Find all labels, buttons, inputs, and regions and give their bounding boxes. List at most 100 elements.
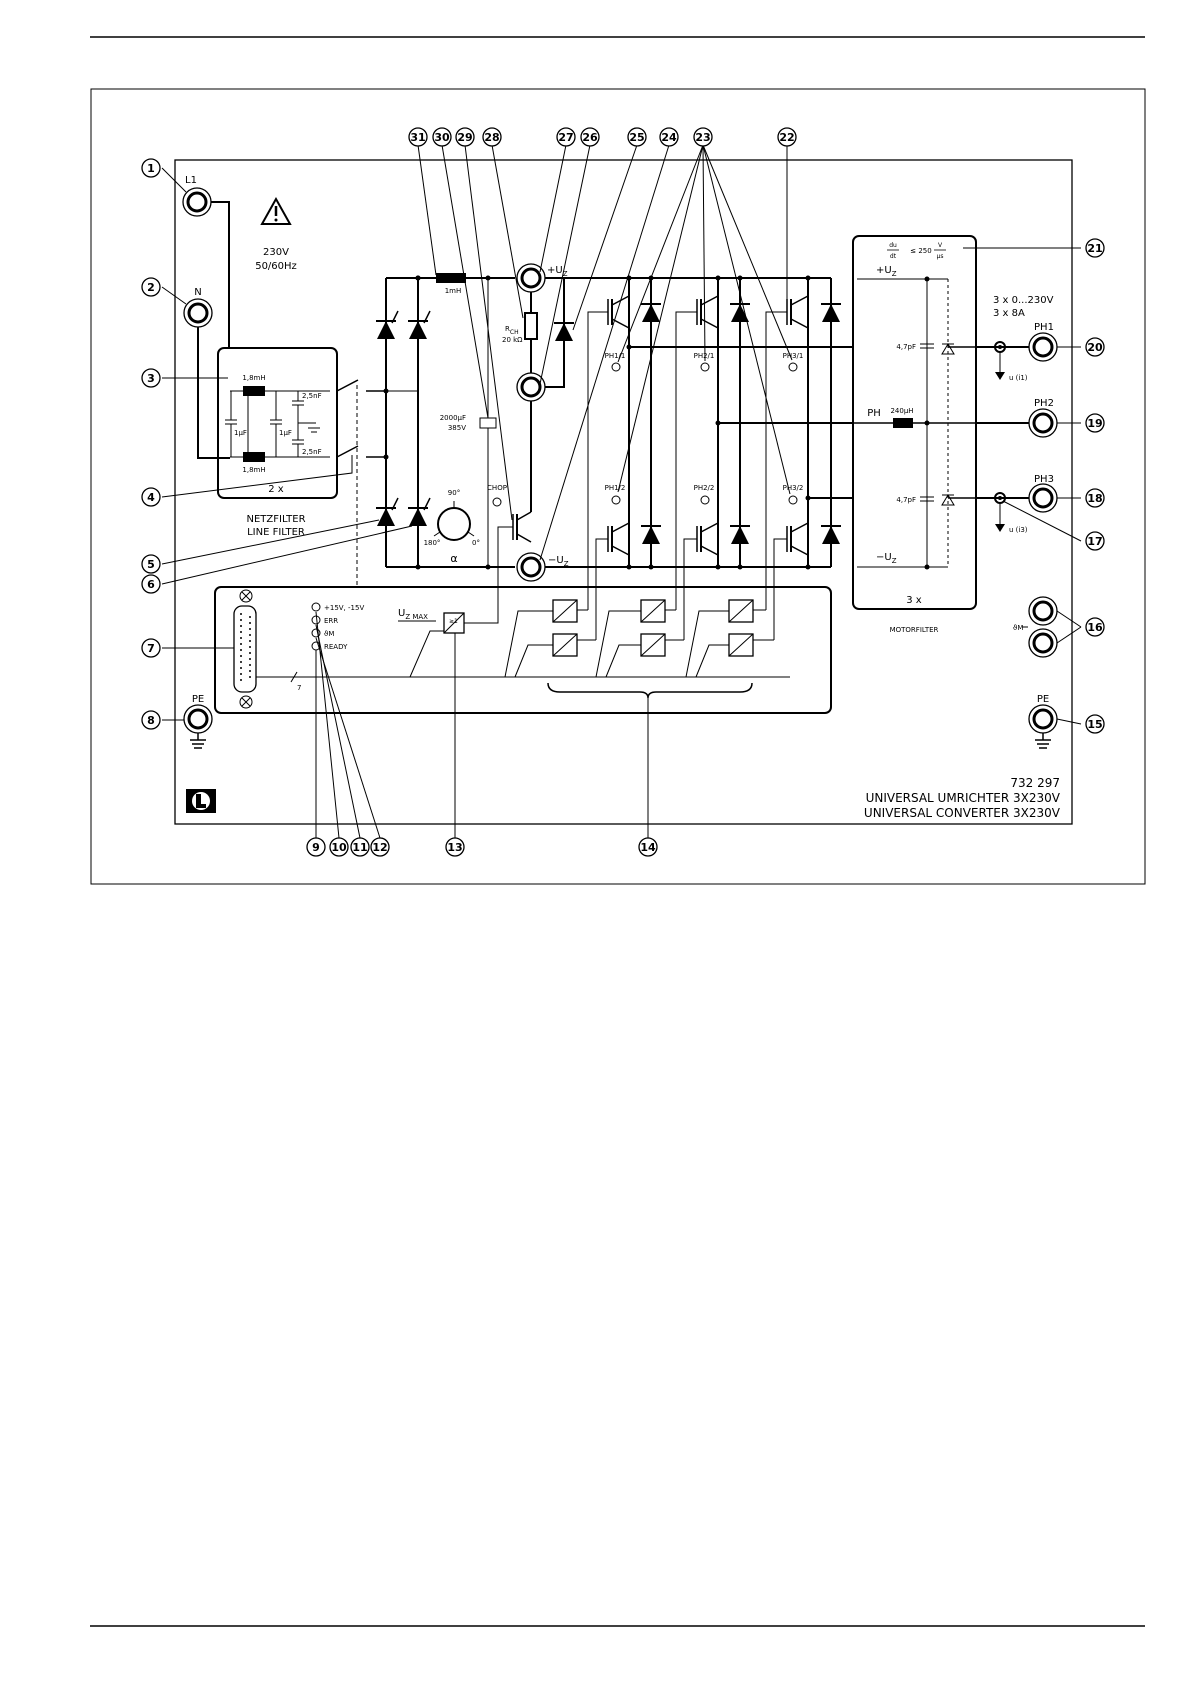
svg-text:7: 7 — [147, 642, 155, 655]
theta-socket-2[interactable] — [1028, 628, 1058, 658]
angle-90: 90° — [448, 489, 460, 497]
uz-max-label: UZ MAX — [398, 608, 428, 621]
main-switch[interactable] — [336, 379, 385, 585]
cap-voltage: 385V — [448, 424, 466, 432]
theta-label: ϑM — [1013, 624, 1023, 632]
svg-text:22: 22 — [779, 131, 794, 144]
theta-socket-1[interactable] — [1028, 596, 1058, 626]
svg-text:4: 4 — [147, 491, 155, 504]
pe-right-socket[interactable] — [1028, 704, 1058, 740]
ph2-socket[interactable] — [1028, 408, 1058, 438]
callout-4: 4 — [141, 487, 161, 507]
rch-value: 20 kΩ — [502, 336, 523, 344]
mf-minus-uz: −UZ — [876, 552, 897, 565]
mf-multiplier: 3 x — [906, 595, 922, 606]
gate-driver-2b — [640, 633, 666, 657]
callout-14: 14 — [638, 837, 658, 857]
svg-text:30: 30 — [434, 131, 450, 144]
i3-arrow-icon — [995, 524, 1005, 532]
gate-driver-1b — [552, 633, 578, 657]
rating-current: 3 x 8A — [993, 308, 1025, 319]
callout-2: 2 — [141, 277, 161, 297]
rch-label: RCH — [505, 325, 519, 336]
pe-right-label: PE — [1037, 694, 1049, 705]
svg-text:13: 13 — [447, 841, 462, 854]
l1-socket[interactable] — [182, 187, 212, 217]
callout-17: 17 — [1085, 531, 1105, 551]
led-label-ph1-2: PH1/2 — [605, 484, 626, 492]
line-filter-cy2: 2,5nF — [302, 448, 322, 456]
svg-text:10: 10 — [331, 841, 347, 854]
led-ph1-2 — [611, 495, 621, 505]
n-socket[interactable] — [183, 298, 213, 328]
gate-driver-1a — [552, 599, 578, 623]
callout-29: 29 — [455, 127, 475, 147]
callout-25: 25 — [627, 127, 647, 147]
mf-c-top: 4,7pF — [896, 343, 916, 351]
led-label-temp: ϑM — [324, 630, 334, 638]
dc-capacitor — [479, 417, 497, 429]
svg-text:21: 21 — [1087, 242, 1102, 255]
line-filter-multiplier: 2 x — [268, 484, 284, 495]
callout-28: 28 — [482, 127, 502, 147]
supply-frequency: 50/60Hz — [255, 261, 297, 272]
svg-text:18: 18 — [1087, 492, 1102, 505]
svg-text:16: 16 — [1087, 621, 1103, 634]
chopper-igbt — [497, 401, 532, 608]
callout-15: 15 — [1085, 714, 1105, 734]
callout-22: 22 — [777, 127, 797, 147]
ph3-socket[interactable] — [1028, 483, 1058, 513]
callout-13: 13 — [445, 837, 465, 857]
dudt-op: ≤ 250 — [910, 247, 931, 255]
chopper-socket[interactable] — [516, 372, 546, 402]
driver-brace — [547, 682, 753, 699]
line-filter-label-en: LINE FILTER — [247, 527, 305, 538]
callout-7: 7 — [141, 638, 161, 658]
svg-text:6: 6 — [147, 578, 155, 591]
led-supply — [311, 602, 321, 612]
chopper-resistor — [524, 292, 538, 373]
callout-30: 30 — [432, 127, 452, 147]
chop-led-label: CHOP — [487, 484, 507, 492]
svg-text:19: 19 — [1087, 417, 1102, 430]
callout-5: 5 — [141, 554, 161, 574]
pe-left-socket[interactable] — [183, 704, 213, 740]
i1-label: u (i1) — [1009, 374, 1028, 382]
sub-d-connector[interactable] — [233, 589, 257, 709]
supply-voltage: 230V — [263, 247, 289, 258]
gate-driver-3b — [728, 633, 754, 657]
led-ph2-1 — [700, 362, 710, 372]
dudt-den: dt — [890, 253, 897, 260]
callout-18: 18 — [1085, 488, 1105, 508]
line-filter-l-bottom: 1,8mH — [242, 466, 265, 474]
led-ph2-2 — [700, 495, 710, 505]
callout-1: 1 — [141, 158, 161, 178]
minus-uz-label: −UZ — [548, 555, 569, 568]
gate-driver-2a — [640, 599, 666, 623]
svg-text:8: 8 — [147, 714, 155, 727]
svg-text:1: 1 — [147, 162, 155, 175]
mf-choke-value: 240µH — [890, 407, 913, 415]
led-label-supply: +15V, -15V — [324, 604, 364, 612]
ph1-socket[interactable] — [1028, 332, 1058, 362]
ph1-label: PH1 — [1034, 322, 1054, 333]
control-board: 7 +15V, -15V ERR ϑM READY UZ MAX ≥1 — [214, 586, 832, 714]
panel-frame — [174, 159, 1073, 825]
mf-choke-label: PH — [867, 408, 881, 419]
chop-led — [492, 497, 502, 507]
led-label-ph3-1: PH3/1 — [783, 352, 804, 360]
dc-choke-value: 1mH — [445, 287, 462, 295]
line-filter-cy1: 2,5nF — [302, 392, 322, 400]
callout-31: 31 — [408, 127, 428, 147]
svg-text:23: 23 — [695, 131, 710, 144]
callout-9: 9 — [306, 837, 326, 857]
motor-filter-label: MOTORFILTER — [890, 626, 939, 634]
ph3-label: PH3 — [1034, 474, 1054, 485]
dudt-unit-den: µs — [937, 253, 944, 260]
alpha-symbol: α — [450, 552, 457, 565]
led-ph3-1 — [788, 362, 798, 372]
phase-angle-knob[interactable] — [433, 501, 475, 541]
callout-8: 8 — [141, 710, 161, 730]
led-label-ph1-1: PH1/1 — [605, 352, 626, 360]
